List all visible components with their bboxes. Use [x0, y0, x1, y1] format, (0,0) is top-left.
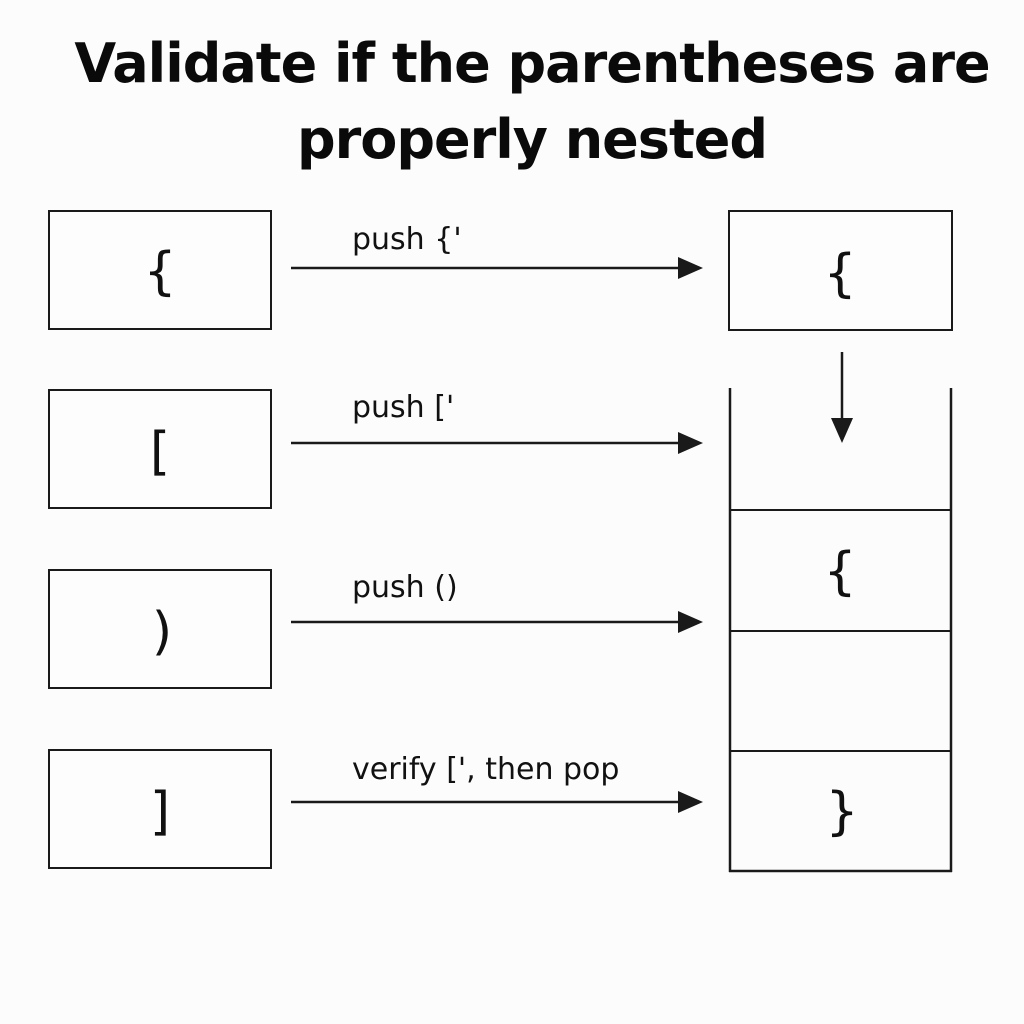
input-char-4: ]: [149, 782, 171, 842]
arrow-4: [291, 791, 703, 813]
input-char-3: ): [151, 602, 173, 662]
arrow-2: [291, 432, 703, 454]
input-char-2: [: [149, 422, 171, 482]
down-arrow: [831, 352, 853, 443]
incoming-box: [728, 210, 953, 331]
title-line-2: properly nested: [296, 108, 768, 171]
input-box-3: [48, 569, 272, 689]
diagram-title: Validate if the parentheses are properly…: [0, 26, 1024, 178]
input-box-1: [48, 210, 272, 330]
input-box-4: [48, 749, 272, 869]
arrow-3: [291, 611, 703, 633]
step-label-3: push (): [352, 570, 458, 605]
input-box-2: [48, 389, 272, 509]
arrow-1: [291, 257, 703, 279]
stack-cell-4: }: [825, 782, 859, 842]
input-char-1: {: [143, 242, 177, 302]
step-label-2: push [': [352, 390, 455, 425]
stack-cell-2: {: [823, 542, 857, 602]
stack-container: [728, 388, 953, 873]
title-line-1: Validate if the parentheses are: [74, 32, 990, 95]
incoming-char: {: [823, 244, 857, 304]
step-label-1: push {': [352, 222, 462, 257]
step-label-4: verify [', then pop: [352, 752, 620, 787]
